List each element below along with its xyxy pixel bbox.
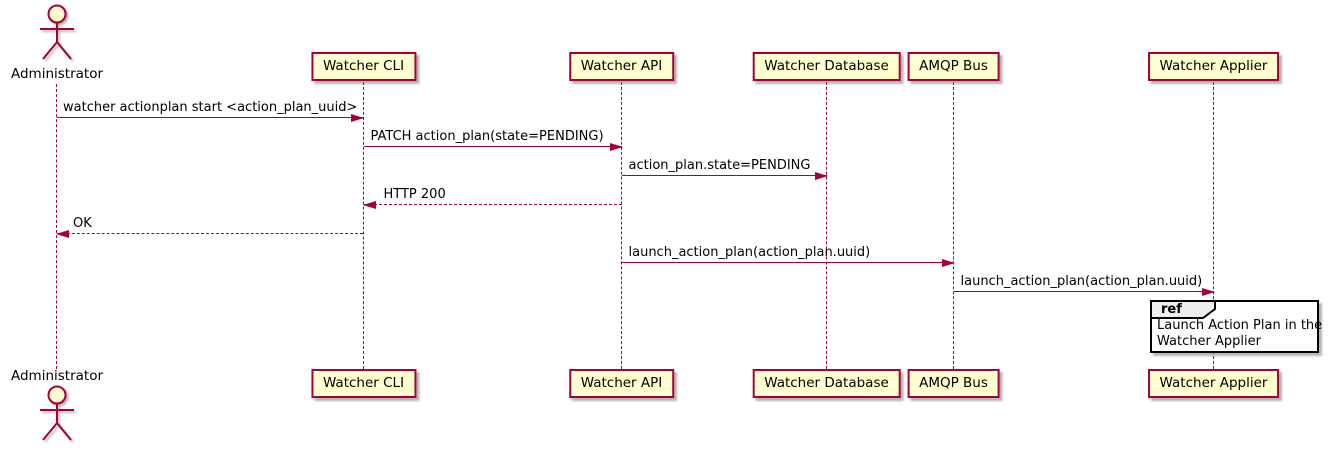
message-state-pending: action_plan.state=PENDING (621, 158, 828, 180)
lifeline-watcher-applier (1213, 82, 1214, 369)
message-label: OK (73, 216, 92, 231)
message-ok: OK (56, 216, 363, 238)
participant-box-watcher-cli-bottom: Watcher CLI (310, 369, 417, 398)
ref-tag-shape (1150, 300, 1216, 319)
ref-fragment: ref Launch Action Plan in the Watcher Ap… (1150, 300, 1322, 353)
message-label: launch_action_plan(action_plan.uuid) (628, 245, 871, 260)
participant-box-amqp-bus-top: AMQP Bus (907, 52, 1000, 81)
ref-text-line: Launch Action Plan in the (1157, 318, 1323, 333)
lifeline-watcher-api (621, 82, 622, 369)
participant-box-watcher-database-top: Watcher Database (752, 52, 901, 81)
message-launch-action-plan-amqp: launch_action_plan(action_plan.uuid) (621, 245, 955, 267)
message-label: PATCH action_plan(state=PENDING) (370, 129, 604, 144)
message-line (57, 117, 363, 118)
actor-icon (40, 4, 74, 60)
arrowhead-right-icon (351, 114, 364, 122)
lifeline-watcher-cli (363, 82, 364, 369)
actor-label-bottom: Administrator (10, 368, 104, 384)
message-line (621, 262, 954, 263)
message-label: launch_action_plan(action_plan.uuid) (960, 274, 1203, 289)
actor-icon (40, 385, 74, 441)
participant-box-watcher-cli-top: Watcher CLI (310, 52, 417, 81)
message-actionplan-start: watcher actionplan start <action_plan_uu… (57, 100, 364, 122)
lifeline-amqp-bus (953, 82, 954, 369)
ref-keyword: ref (1161, 302, 1182, 317)
message-launch-action-plan-applier: launch_action_plan(action_plan.uuid) (953, 274, 1215, 296)
arrowhead-left-icon (362, 201, 376, 209)
actor-label-top: Administrator (10, 66, 104, 82)
participant-box-watcher-api-top: Watcher API (568, 52, 675, 81)
arrowhead-right-icon (941, 259, 955, 267)
lifeline-watcher-database (826, 82, 827, 369)
participant-box-watcher-applier-top: Watcher Applier (1147, 52, 1280, 81)
ref-text-line: Watcher Applier (1157, 333, 1261, 349)
arrowhead-right-icon (814, 172, 828, 180)
arrowhead-right-icon (1201, 288, 1215, 296)
participant-box-amqp-bus-bottom: AMQP Bus (907, 369, 1000, 398)
message-line (363, 146, 622, 147)
message-http-200: HTTP 200 (362, 187, 622, 209)
arrowhead-right-icon (609, 143, 623, 151)
message-label: HTTP 200 (383, 187, 446, 202)
participant-box-watcher-applier-bottom: Watcher Applier (1147, 369, 1280, 398)
ref-text: Launch Action Plan in the Watcher Applie… (1157, 318, 1322, 349)
message-line (621, 175, 827, 176)
participant-box-watcher-database-bottom: Watcher Database (752, 369, 901, 398)
message-label: action_plan.state=PENDING (628, 158, 811, 173)
message-line (953, 291, 1214, 292)
arrowhead-left-icon (56, 230, 69, 238)
message-line (363, 204, 622, 205)
participant-box-watcher-api-bottom: Watcher API (568, 369, 675, 398)
lifeline-administrator (56, 84, 57, 369)
message-patch-action-plan: PATCH action_plan(state=PENDING) (363, 129, 623, 151)
message-label: watcher actionplan start <action_plan_uu… (63, 100, 358, 115)
message-line (57, 233, 363, 234)
